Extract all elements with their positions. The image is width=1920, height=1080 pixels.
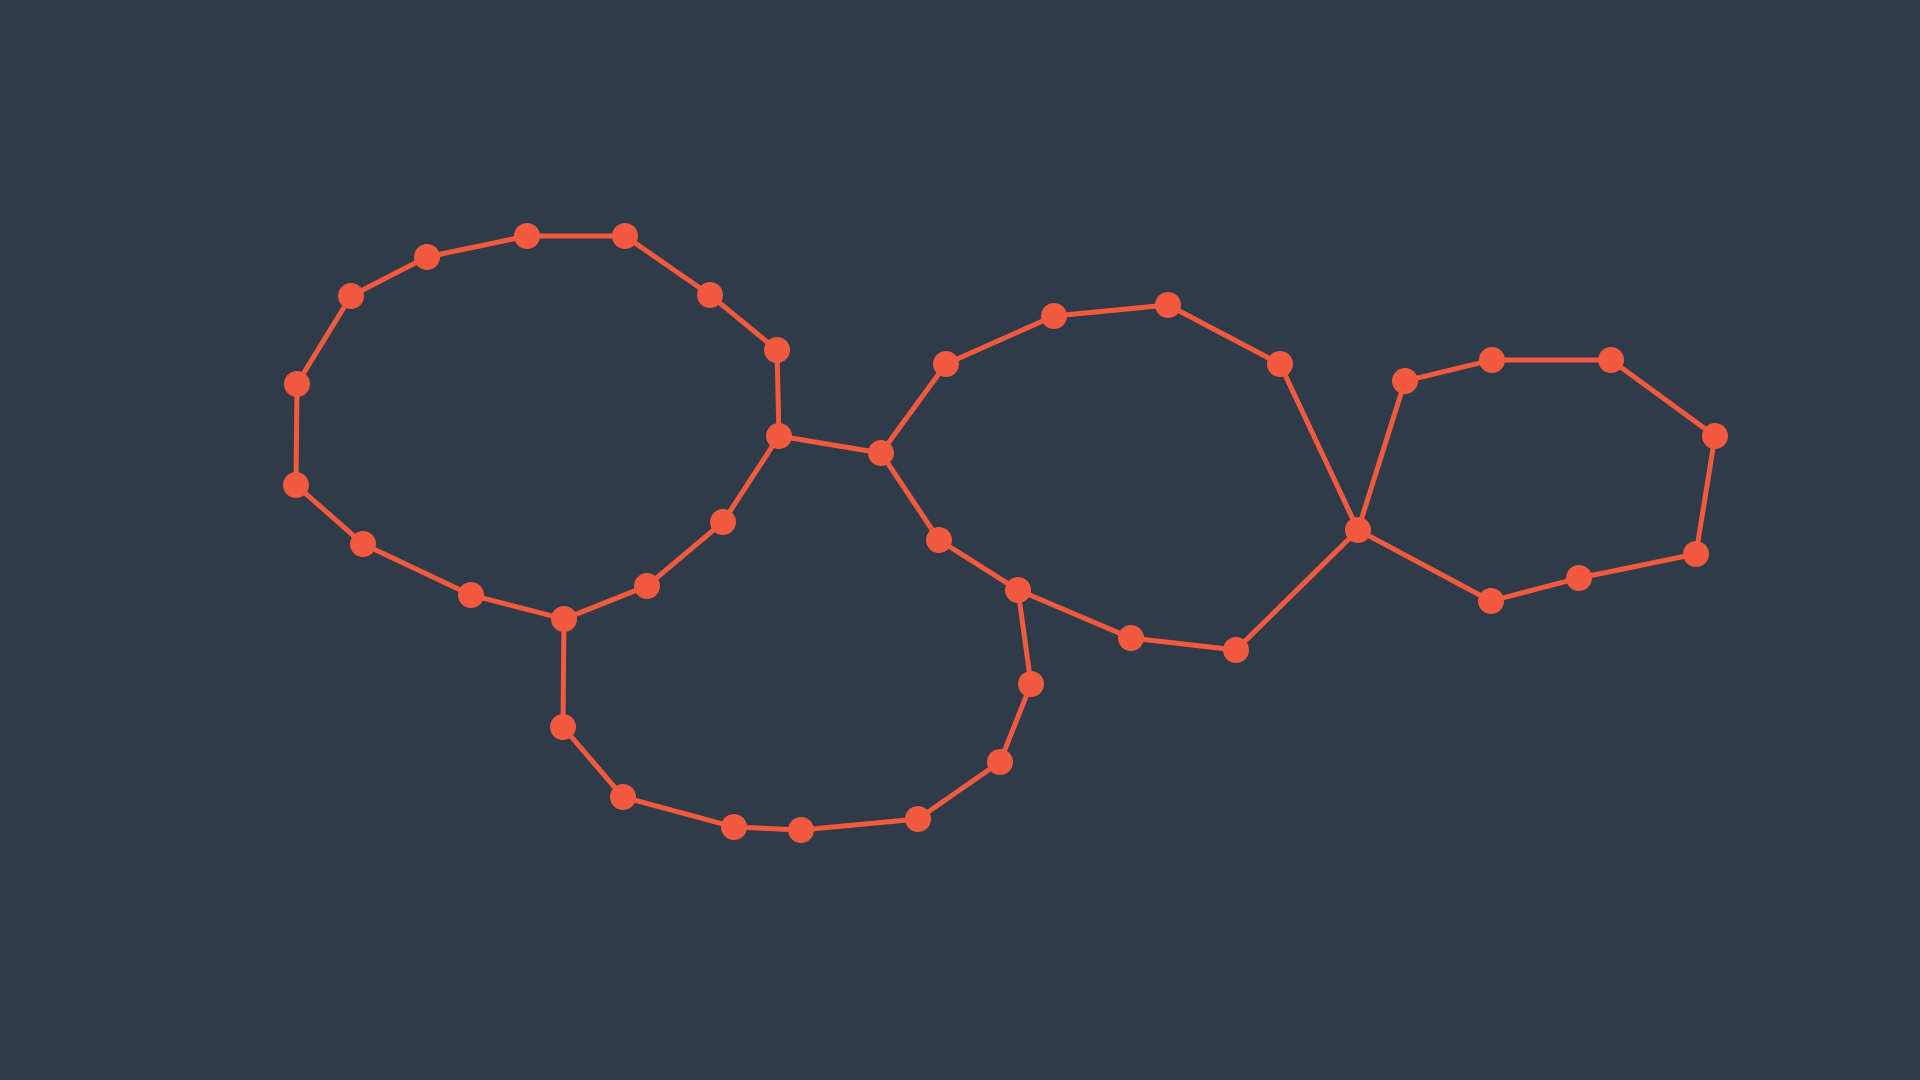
edge-a7-b10 bbox=[776, 433, 884, 456]
edge-b8-b9 bbox=[936, 537, 1021, 593]
node-b6[interactable] bbox=[987, 749, 1013, 775]
edge-d1-d2 bbox=[1402, 357, 1495, 384]
edge-c2-c3 bbox=[1051, 302, 1171, 319]
node-a11[interactable] bbox=[458, 582, 484, 608]
edge-d7-c5 bbox=[1355, 527, 1494, 604]
edge-c4-c5 bbox=[1277, 361, 1361, 533]
node-c1[interactable] bbox=[933, 351, 959, 377]
edge-a2-a3 bbox=[424, 233, 530, 260]
node-a5[interactable] bbox=[697, 282, 723, 308]
node-c6[interactable] bbox=[1223, 637, 1249, 663]
edge-b4-b5 bbox=[798, 816, 921, 833]
node-b5[interactable] bbox=[905, 806, 931, 832]
node-a2[interactable] bbox=[414, 244, 440, 270]
edge-b10-c1 bbox=[878, 361, 949, 456]
node-a3[interactable] bbox=[514, 223, 540, 249]
edge-layer bbox=[293, 233, 1718, 833]
node-b1[interactable] bbox=[550, 714, 576, 740]
node-d6[interactable] bbox=[1566, 565, 1592, 591]
edge-a13-a14 bbox=[293, 381, 300, 488]
edge-b7-b8 bbox=[1015, 587, 1034, 687]
node-c3[interactable] bbox=[1155, 292, 1181, 318]
edge-a12-a13 bbox=[293, 482, 366, 547]
node-d5[interactable] bbox=[1683, 541, 1709, 567]
edge-c5-c6 bbox=[1233, 527, 1361, 653]
node-a10[interactable] bbox=[551, 606, 577, 632]
node-a8[interactable] bbox=[710, 509, 736, 535]
edge-d4-d5 bbox=[1693, 433, 1718, 557]
node-b4[interactable] bbox=[788, 817, 814, 843]
edge-d6-d7 bbox=[1488, 575, 1582, 604]
edge-b9-b10 bbox=[878, 450, 942, 543]
node-b10[interactable] bbox=[868, 440, 894, 466]
edge-c6-c7 bbox=[1128, 635, 1239, 653]
node-d1[interactable] bbox=[1392, 368, 1418, 394]
node-b2[interactable] bbox=[610, 784, 636, 810]
node-c5[interactable] bbox=[1345, 517, 1371, 543]
edge-c1-c2 bbox=[943, 313, 1057, 367]
edge-a4-a5 bbox=[622, 233, 713, 298]
edge-a10-b1 bbox=[560, 616, 567, 730]
node-a6[interactable] bbox=[764, 337, 790, 363]
edge-d3-d4 bbox=[1608, 357, 1718, 439]
node-d3[interactable] bbox=[1598, 347, 1624, 373]
node-b8[interactable] bbox=[1005, 577, 1031, 603]
node-layer bbox=[283, 223, 1728, 843]
node-a1[interactable] bbox=[338, 283, 364, 309]
edge-a14-a1 bbox=[294, 293, 354, 387]
edge-a10-a11 bbox=[468, 592, 567, 622]
edge-a7-a8 bbox=[720, 433, 782, 525]
node-a7[interactable] bbox=[766, 423, 792, 449]
node-d7[interactable] bbox=[1478, 588, 1504, 614]
edge-b1-b2 bbox=[560, 724, 626, 800]
edge-d5-d6 bbox=[1576, 551, 1699, 581]
node-d4[interactable] bbox=[1702, 423, 1728, 449]
node-b3[interactable] bbox=[721, 814, 747, 840]
node-a13[interactable] bbox=[283, 472, 309, 498]
edge-a11-a12 bbox=[360, 541, 474, 598]
node-c4[interactable] bbox=[1267, 351, 1293, 377]
node-b7[interactable] bbox=[1018, 671, 1044, 697]
edge-a9-a10 bbox=[561, 583, 650, 622]
edge-b6-b7 bbox=[997, 681, 1034, 765]
edge-b2-b3 bbox=[620, 794, 737, 830]
edge-c3-c4 bbox=[1165, 302, 1283, 367]
node-d2[interactable] bbox=[1479, 347, 1505, 373]
edge-b5-b6 bbox=[915, 759, 1003, 822]
node-a14[interactable] bbox=[284, 371, 310, 397]
node-a12[interactable] bbox=[350, 531, 376, 557]
edge-c7-b8 bbox=[1015, 587, 1134, 641]
node-a4[interactable] bbox=[612, 223, 638, 249]
edge-a6-a7 bbox=[774, 347, 782, 439]
node-b9[interactable] bbox=[926, 527, 952, 553]
node-c7[interactable] bbox=[1118, 625, 1144, 651]
edge-a1-a2 bbox=[348, 254, 430, 299]
node-c2[interactable] bbox=[1041, 303, 1067, 329]
edge-c5-d1 bbox=[1355, 378, 1408, 533]
edge-a8-a9 bbox=[644, 519, 726, 589]
edge-a5-a6 bbox=[707, 292, 780, 353]
node-a9[interactable] bbox=[634, 573, 660, 599]
